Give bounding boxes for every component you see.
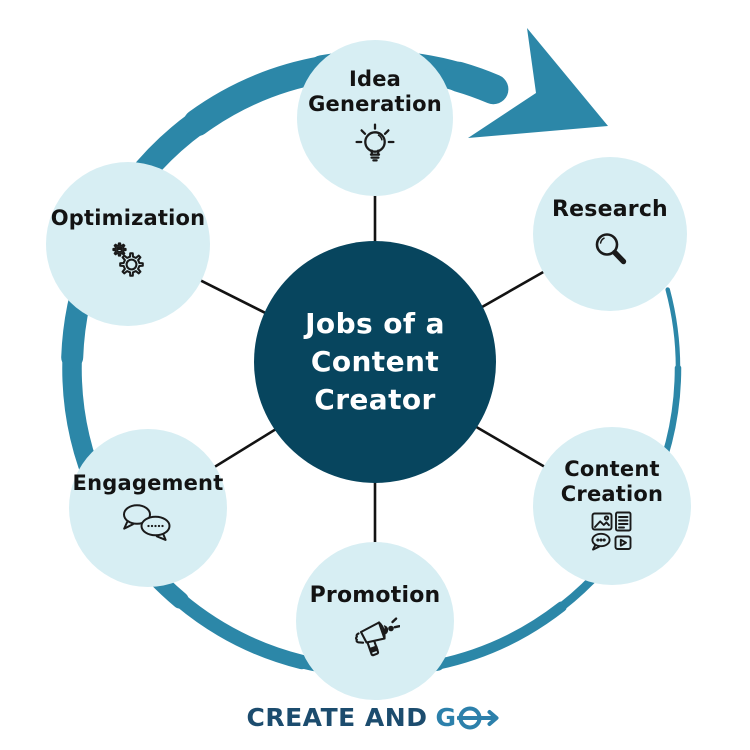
center-circle: Jobs of a Content Creator (254, 241, 496, 483)
brand-logo: CREATE AND G (0, 703, 750, 732)
media-grid-icon (591, 511, 632, 551)
logo-text-go: G (435, 703, 457, 732)
megaphone-icon (354, 617, 400, 657)
node-research: Research (533, 157, 687, 311)
node-label: Content Creation (560, 457, 664, 506)
node-label: Promotion (309, 582, 441, 608)
magnifier-icon (595, 233, 627, 265)
node-label: Idea Generation (308, 67, 442, 116)
chat-bubbles-icon (123, 503, 171, 541)
node-promotion: Promotion (296, 542, 454, 700)
node-engagement: Engagement (69, 429, 227, 587)
node-label: Engagement (72, 471, 224, 496)
cycle-arrowhead (468, 28, 608, 138)
go-arrow-icon (457, 706, 499, 729)
node-optimization: Optimization (46, 162, 210, 326)
node-label: Research (552, 196, 668, 222)
diagram-title: Jobs of a Content Creator (305, 307, 445, 416)
logo-text-prefix: CREATE AND (246, 703, 428, 732)
gears-icon (112, 241, 144, 277)
node-content-creation: Content Creation (533, 427, 691, 585)
node-idea-generation: Idea Generation (297, 40, 453, 196)
lightbulb-icon (355, 123, 395, 162)
node-label: Optimization (50, 206, 206, 231)
